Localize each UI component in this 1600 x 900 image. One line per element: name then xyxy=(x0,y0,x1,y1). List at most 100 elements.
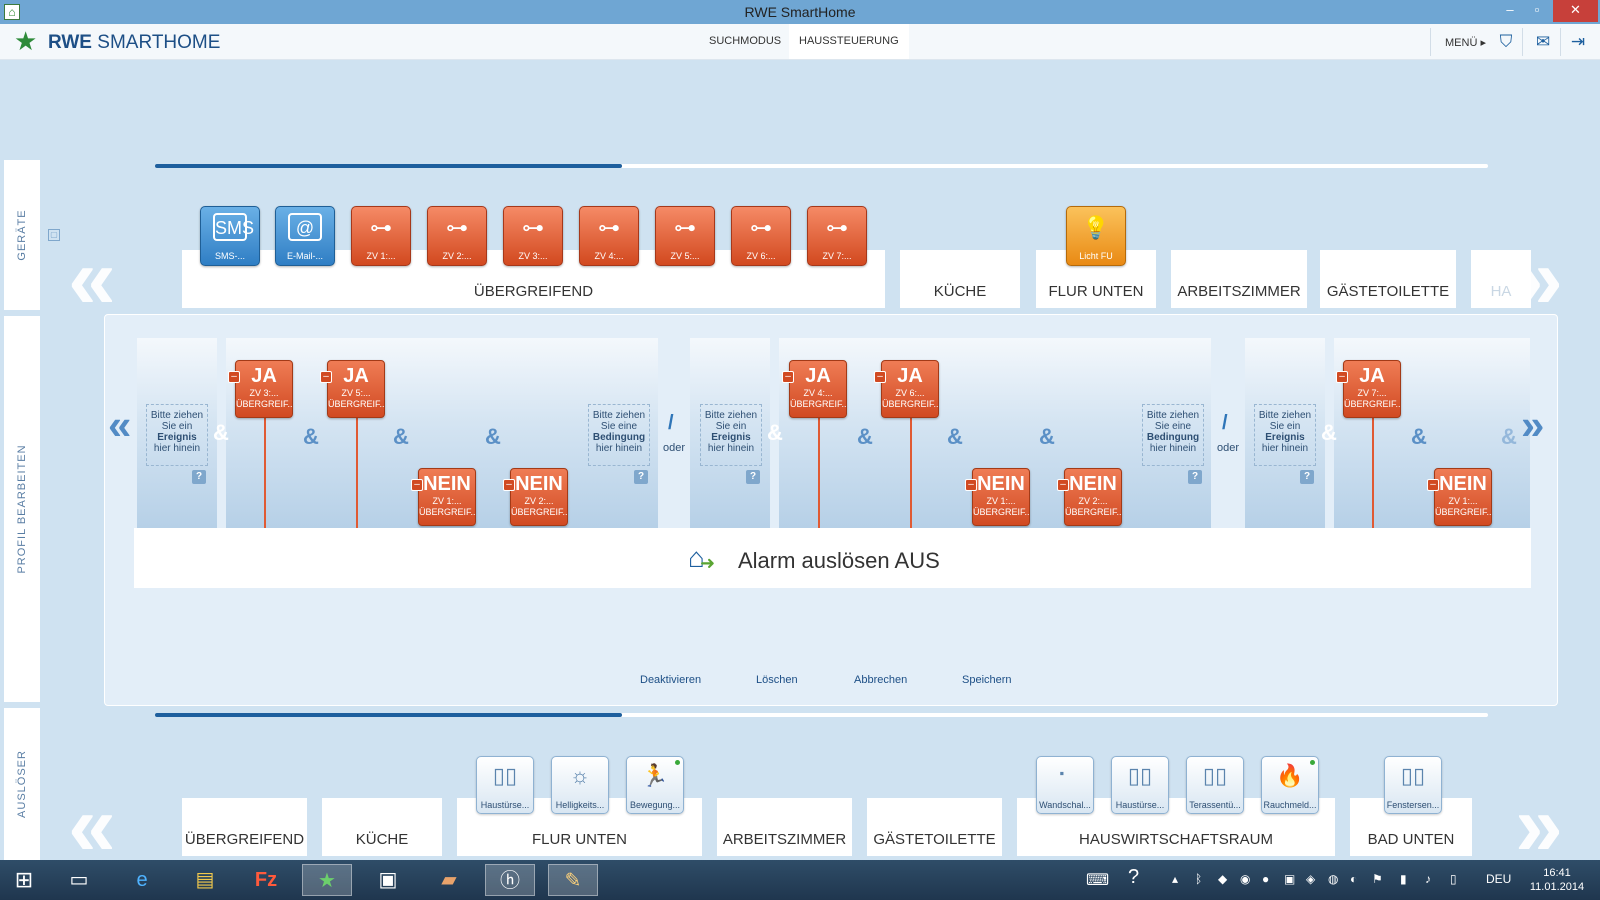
filezilla-icon[interactable]: Fz xyxy=(254,869,278,891)
keyboard-icon[interactable]: ⌨ xyxy=(1086,872,1110,889)
tray-expand-icon[interactable]: ▴ xyxy=(1172,872,1179,886)
tray-app-icon[interactable]: ▣ xyxy=(1284,872,1296,886)
device-tile[interactable]: @E-Mail-... xyxy=(275,206,335,266)
remove-icon[interactable]: – xyxy=(1336,371,1348,383)
help-icon[interactable]: ? xyxy=(1188,470,1202,484)
remove-icon[interactable]: – xyxy=(874,371,886,383)
device-tile[interactable]: ⊶ZV 7:... xyxy=(807,206,867,266)
scroll-right-chevron-icon[interactable]: » xyxy=(1515,778,1563,874)
trigger-room-arbeitszimmer[interactable]: ARBEITSZIMMER xyxy=(717,798,852,856)
side-tab-profile[interactable]: PROFIL BEARBEITEN xyxy=(4,316,40,702)
device-tile[interactable]: ⊶ZV 4:... xyxy=(579,206,639,266)
cancel-button[interactable]: Abbrechen xyxy=(854,674,908,686)
close-button[interactable]: ✕ xyxy=(1553,0,1598,22)
trigger-tile[interactable]: 🔥Rauchmeld... xyxy=(1261,756,1319,814)
hp-icon[interactable]: ⓗ xyxy=(485,864,535,896)
volume-icon[interactable]: ♪ xyxy=(1425,872,1431,886)
remove-icon[interactable]: – xyxy=(965,479,977,491)
trigger-tile[interactable]: ☼Helligkeits... xyxy=(551,756,609,814)
deactivate-button[interactable]: Deaktivieren xyxy=(640,674,702,686)
tab-haussteuerung[interactable]: HAUSSTEUERUNG xyxy=(789,24,909,59)
remove-icon[interactable]: – xyxy=(320,371,332,383)
scroll-left-chevron-icon[interactable]: « xyxy=(68,231,116,327)
side-tab-devices[interactable]: GERÄTE xyxy=(4,160,40,310)
delete-button[interactable]: Löschen xyxy=(756,674,798,686)
trigger-tile[interactable]: ▯▯Haustürse... xyxy=(476,756,534,814)
paint-icon[interactable]: ✎ xyxy=(548,864,598,896)
flag-icon[interactable]: ⚑ xyxy=(1372,872,1383,886)
cmd-icon[interactable]: ▭ xyxy=(69,869,89,891)
tray-app-icon[interactable]: ◍ xyxy=(1328,872,1339,886)
collapse-icon[interactable]: ▢ xyxy=(48,229,60,241)
remove-icon[interactable]: – xyxy=(411,479,423,491)
tray-app-icon[interactable]: ◉ xyxy=(1240,872,1251,886)
app-icon[interactable]: ▰ xyxy=(441,869,457,891)
clock[interactable]: 16:41 11.01.2014 xyxy=(1529,867,1585,893)
help-icon[interactable]: ? xyxy=(746,470,760,484)
device-tile[interactable]: 💡Licht FU xyxy=(1066,206,1126,266)
trigger-tile[interactable]: ⠂Wandschal... xyxy=(1036,756,1094,814)
remove-icon[interactable]: – xyxy=(1057,479,1069,491)
room-tab-next[interactable]: HA xyxy=(1471,250,1531,308)
remove-icon[interactable]: – xyxy=(1427,479,1439,491)
network-icon[interactable]: ▮ xyxy=(1400,872,1407,886)
device-tile[interactable]: ⊶ZV 2:... xyxy=(427,206,487,266)
trigger-room-gaestetoilette[interactable]: GÄSTETOILETTE xyxy=(867,798,1002,856)
maximize-button[interactable]: ▫ xyxy=(1534,2,1540,17)
trigger-tile[interactable]: ▯▯Haustürse... xyxy=(1111,756,1169,814)
save-button[interactable]: Speichern xyxy=(962,674,1012,686)
trigger-tile[interactable]: ▯▯Fenstersen... xyxy=(1384,756,1442,814)
scroll-right-chevron-icon[interactable]: » xyxy=(1515,231,1563,327)
smarthome-icon[interactable]: ★ xyxy=(302,864,352,896)
remove-icon[interactable]: – xyxy=(503,479,515,491)
tray-app-icon[interactable]: ◆ xyxy=(1218,872,1228,886)
devices-scroll-progress[interactable] xyxy=(155,164,1488,168)
language-indicator[interactable]: DEU xyxy=(1486,872,1512,886)
trigger-room-kueche[interactable]: KÜCHE xyxy=(322,798,442,856)
remove-icon[interactable]: – xyxy=(228,371,240,383)
triggers-scroll-progress[interactable] xyxy=(155,713,1488,717)
battery-icon[interactable]: ▯ xyxy=(1450,872,1457,886)
side-tab-triggers[interactable]: AUSLÖSER xyxy=(4,708,40,860)
help-icon[interactable]: ? xyxy=(1300,470,1314,484)
minimize-button[interactable]: – xyxy=(1506,2,1514,17)
profile-scroll-right-icon[interactable]: » xyxy=(1521,401,1545,448)
device-tile[interactable]: ⊶ZV 6:... xyxy=(731,206,791,266)
device-tile[interactable]: ⊶ZV 1:... xyxy=(351,206,411,266)
help-circle-icon[interactable]: ? xyxy=(1128,866,1140,888)
device-tile[interactable]: ⊶ZV 5:... xyxy=(655,206,715,266)
action-bar[interactable] xyxy=(134,528,1531,588)
room-tab-arbeitszimmer[interactable]: ARBEITSZIMMER xyxy=(1171,250,1307,308)
mail-icon[interactable]: ✉ xyxy=(1535,32,1551,51)
help-icon[interactable]: ? xyxy=(192,470,206,484)
scroll-left-chevron-icon[interactable]: « xyxy=(68,778,116,874)
device-tile[interactable]: ⊶ZV 3:... xyxy=(503,206,563,266)
menu-button[interactable]: MENÜ ▸ xyxy=(1445,37,1486,49)
ie-icon[interactable]: e xyxy=(136,869,148,891)
room-tab-kueche[interactable]: KÜCHE xyxy=(900,250,1020,308)
trigger-tile[interactable]: ▯▯Terassentü... xyxy=(1186,756,1244,814)
bluetooth-icon[interactable]: ᛒ xyxy=(1195,872,1203,886)
room-tab-gaestetoilette[interactable]: GÄSTETOILETTE xyxy=(1320,250,1456,308)
tray-app-icon[interactable]: ● xyxy=(1262,872,1270,886)
tab-suchmodus[interactable]: SUCHMODUS xyxy=(709,35,782,47)
trigger-room-uebergreifend[interactable]: ÜBERGREIFEND xyxy=(182,798,307,856)
help-icon[interactable]: ? xyxy=(634,470,648,484)
start-icon[interactable]: ⊞ xyxy=(14,867,34,892)
profile-scroll-left-icon[interactable]: « xyxy=(108,401,132,448)
